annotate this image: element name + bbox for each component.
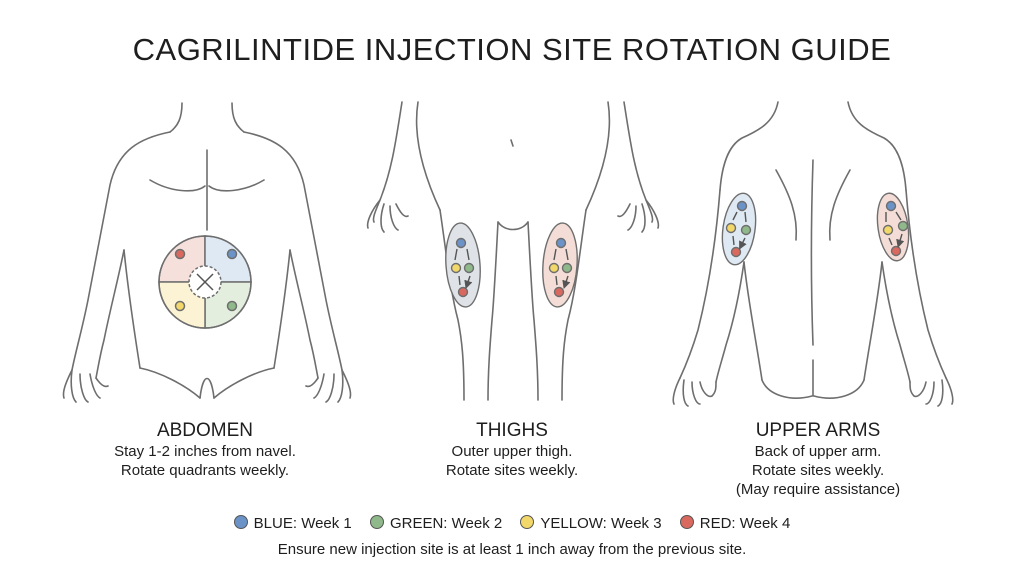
thighs-line-1: Outer upper thigh. <box>451 443 573 460</box>
legs-figure <box>366 101 660 401</box>
left-thigh-zone <box>445 222 481 308</box>
legend-item-yellow: YELLOW: Week 3 <box>520 515 662 532</box>
right-thigh-zone <box>542 222 578 308</box>
abdomen-line-1: Stay 1-2 inches from navel. <box>114 443 296 460</box>
thighs-label: THIGHS Outer upper thigh. Rotate sites w… <box>362 420 662 480</box>
footer-note: Ensure new injection site is at least 1 … <box>277 541 747 558</box>
upper-arms-line-3: (May require assistance) <box>735 481 901 498</box>
blue-dot-icon <box>233 515 248 529</box>
upper-arms-label: UPPER ARMS Back of upper arm. Rotate sit… <box>668 420 968 499</box>
legend-label-yellow: YELLOW: Week 3 <box>540 515 662 532</box>
thighs-heading: THIGHS <box>476 420 548 441</box>
legend-label-green: GREEN: Week 2 <box>389 515 503 532</box>
red-dot-icon <box>679 515 694 529</box>
abdomen-zone <box>158 235 252 329</box>
abdomen-label: ABDOMEN Stay 1-2 inches from navel. Rota… <box>55 420 355 480</box>
upper-arms-line-1: Back of upper arm. <box>754 443 882 460</box>
front-torso-figure <box>62 102 352 403</box>
legend-item-green: GREEN: Week 2 <box>369 515 503 532</box>
page-title: CAGRILINTIDE INJECTION SITE ROTATION GUI… <box>132 32 892 67</box>
green-dot-icon <box>369 515 384 529</box>
left-arm-zone <box>721 192 757 266</box>
abdomen-line-2: Rotate quadrants weekly. <box>120 462 290 479</box>
upper-arms-line-2: Rotate sites weekly. <box>751 462 885 479</box>
legend-item-red: RED: Week 4 <box>679 515 791 532</box>
back-figure <box>672 101 954 407</box>
color-legend: BLUE: Week 1 GREEN: Week 2 YELLOW: Week … <box>0 515 1024 532</box>
legend-item-blue: BLUE: Week 1 <box>233 515 352 532</box>
legend-label-blue: BLUE: Week 1 <box>253 515 352 532</box>
legend-label-red: RED: Week 4 <box>699 515 791 532</box>
thighs-line-2: Rotate sites weekly. <box>445 462 579 479</box>
yellow-dot-icon <box>520 515 535 529</box>
abdomen-heading: ABDOMEN <box>156 420 254 441</box>
upper-arms-heading: UPPER ARMS <box>755 420 881 441</box>
right-arm-zone <box>876 192 910 262</box>
